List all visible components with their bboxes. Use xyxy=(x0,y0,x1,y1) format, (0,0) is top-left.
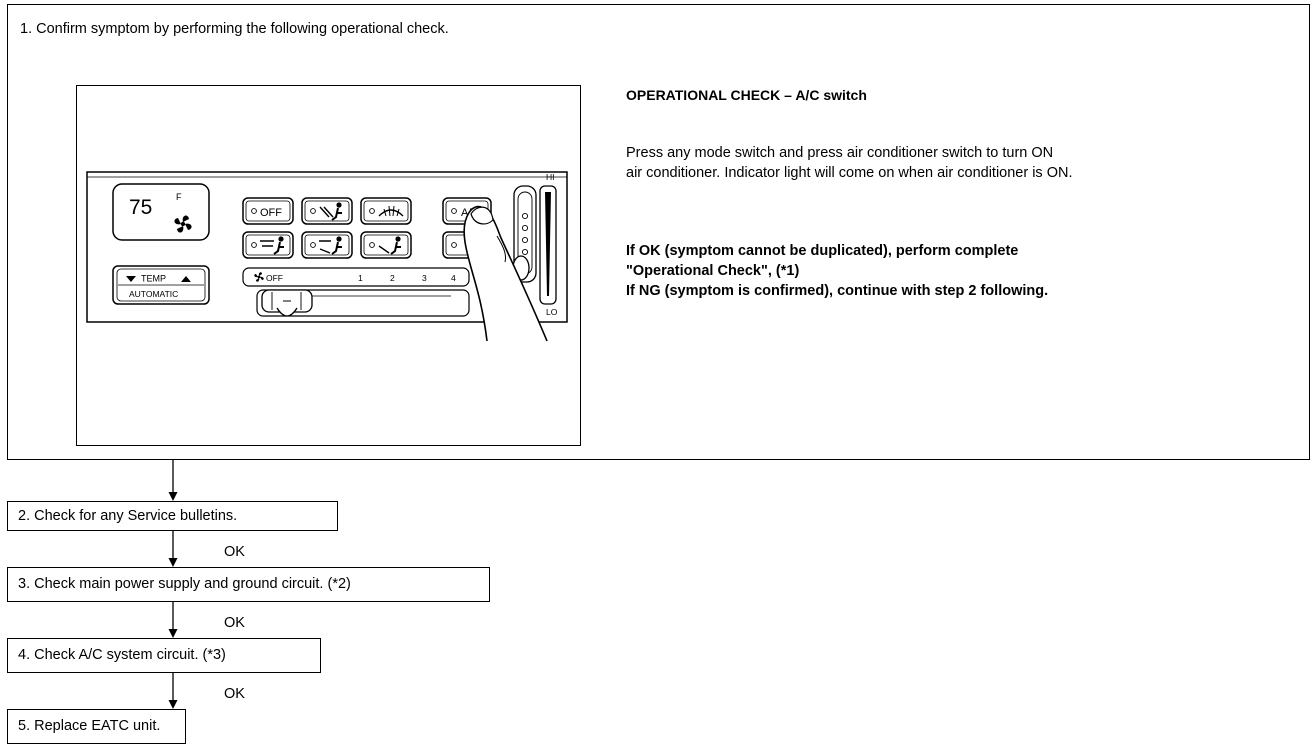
operational-check-body-line2: air conditioner. Indicator light will co… xyxy=(626,163,1073,183)
temperature-display xyxy=(113,184,209,240)
fan-speed-2: 2 xyxy=(390,273,395,283)
automatic-label: AUTOMATIC xyxy=(129,289,178,299)
temp-label: TEMP xyxy=(141,274,166,284)
step3-text: 3. Check main power supply and ground ci… xyxy=(18,576,351,592)
result-line2: "Operational Check", (*1) xyxy=(626,261,799,281)
step4-box: 4. Check A/C system circuit. (*3) xyxy=(7,638,321,673)
flow-arrow-3-4 xyxy=(169,602,178,638)
flow-arrow-1-2 xyxy=(169,460,178,501)
flow-arrow-4-5 xyxy=(169,673,178,709)
step5-text: 5. Replace EATC unit. xyxy=(18,718,160,734)
fan-speed-1: 1 xyxy=(358,273,363,283)
control-panel-illustration: 75 F TEMP AUTOMATIC OFF xyxy=(76,85,581,446)
result-line1: If OK (symptom cannot be duplicated), pe… xyxy=(626,241,1018,261)
bi-level-mode-button xyxy=(302,232,352,258)
lo-label: LO xyxy=(546,307,558,317)
operational-check-title: OPERATIONAL CHECK – A/C switch xyxy=(626,85,867,105)
step1-box: 1. Confirm symptom by performing the fol… xyxy=(7,4,1310,460)
step5-box: 5. Replace EATC unit. xyxy=(7,709,186,744)
fan-off-label: OFF xyxy=(266,273,283,283)
temperature-value: 75 xyxy=(129,196,152,219)
step2-text: 2. Check for any Service bulletins. xyxy=(18,508,237,524)
step1-text: 1. Confirm symptom by performing the fol… xyxy=(20,21,449,37)
result-line3: If NG (symptom is confirmed), continue w… xyxy=(626,281,1048,301)
fan-speed-4: 4 xyxy=(451,273,456,283)
operational-check-body-line1: Press any mode switch and press air cond… xyxy=(626,143,1053,163)
off-button-label: OFF xyxy=(260,207,282,219)
step4-text: 4. Check A/C system circuit. (*3) xyxy=(18,647,226,663)
hi-label: HI xyxy=(546,172,555,182)
step2-box: 2. Check for any Service bulletins. xyxy=(7,501,338,531)
ok-label-4: OK xyxy=(224,686,245,702)
temperature-unit: F xyxy=(176,192,182,202)
off-button: OFF xyxy=(243,198,293,224)
vent-mode-button xyxy=(243,232,293,258)
ok-label-2: OK xyxy=(224,544,245,560)
ok-label-3: OK xyxy=(224,615,245,631)
defrost-button xyxy=(361,198,411,224)
foot-mode-button xyxy=(361,232,411,258)
climate-control-panel: 75 F TEMP AUTOMATIC OFF xyxy=(77,86,579,444)
step3-box: 3. Check main power supply and ground ci… xyxy=(7,567,490,602)
fan-speed-3: 3 xyxy=(422,273,427,283)
defrost-vent-mode-button xyxy=(302,198,352,224)
flow-arrow-2-3 xyxy=(169,531,178,567)
